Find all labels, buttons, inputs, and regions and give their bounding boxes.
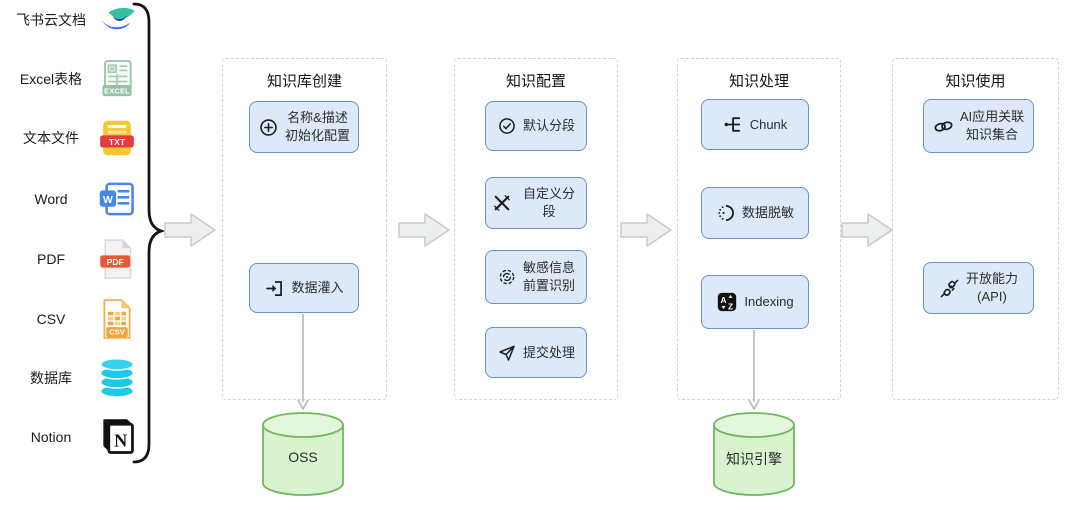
svg-text:W: W <box>103 195 113 206</box>
cylinder-icon <box>713 412 795 496</box>
source-label: PDF <box>37 251 65 267</box>
connector-ingest-to-oss <box>297 314 309 410</box>
node-label: 自定义分段 <box>522 186 575 219</box>
node-label: Chunk <box>749 116 788 132</box>
source-pdf: PDF PDF <box>6 237 138 281</box>
custom-edit-icon <box>494 195 510 211</box>
svg-text:Z: Z <box>728 303 733 312</box>
check-circle-icon <box>499 118 515 134</box>
node-sensitive-detect: 敏感信息 前置识别 <box>485 250 587 304</box>
node-label: 数据灌入 <box>291 280 344 296</box>
word-icon: W <box>96 177 138 221</box>
link-chain-icon <box>934 120 953 132</box>
import-icon <box>266 280 283 296</box>
connector-indexing-to-engine <box>748 330 760 410</box>
send-icon <box>499 345 515 361</box>
node-label: 默认分段 <box>522 118 575 134</box>
svg-text:TXT: TXT <box>109 137 126 147</box>
node-default-segment: 默认分段 <box>485 101 587 151</box>
node-init-config: 名称&描述 初始化配置 <box>249 101 359 153</box>
flow-arrow-1 <box>398 213 450 247</box>
node-label: 数据脱敏 <box>741 205 794 221</box>
svg-text:A: A <box>721 296 727 305</box>
source-label: Excel表格 <box>19 71 83 87</box>
txt-icon: TXT <box>96 116 138 160</box>
circle-plus-icon <box>260 118 277 136</box>
knowledge-engine-store: 知识引擎 <box>712 411 796 499</box>
source-label: 文本文件 <box>23 130 79 146</box>
brace-group <box>132 2 166 464</box>
source-notion: Notion N <box>6 415 138 459</box>
node-label: AI应用关联 知识集合 <box>959 109 1025 142</box>
source-label: CSV <box>36 311 66 327</box>
stage-kb-creation: 知识库创建 名称&描述 初始化配置 数据灌入 <box>222 58 387 400</box>
source-csv: CSV CSV <box>6 297 138 341</box>
source-word: Word W <box>6 177 138 221</box>
stage-title: 知识处理 <box>728 73 789 90</box>
node-label: 提交处理 <box>522 344 575 360</box>
stage-title: 知识库创建 <box>266 73 342 90</box>
store-label: OSS <box>288 449 318 465</box>
csv-icon: CSV <box>96 297 138 341</box>
node-data-ingest: 数据灌入 <box>249 263 359 313</box>
node-open-api: 开放能力 (API) <box>923 262 1034 314</box>
tree-branch-icon <box>724 117 740 132</box>
stage-kb-usage: 知识使用 AI应用关联 知识集合 开放能力 (API) <box>892 58 1059 400</box>
source-feishu: 飞书云文档 <box>6 0 138 42</box>
node-label: 名称&描述 初始化配置 <box>284 110 350 143</box>
svg-text:EXCEL: EXCEL <box>104 87 130 96</box>
node-chunk: Chunk <box>701 99 809 150</box>
node-submit-process: 提交处理 <box>485 327 587 378</box>
excel-icon: EXCEL <box>96 57 138 101</box>
source-label: 飞书云文档 <box>16 12 86 28</box>
source-label: 数据库 <box>30 370 72 386</box>
pdf-icon: PDF <box>96 237 138 281</box>
source-database: 数据库 <box>6 356 138 400</box>
source-txt: 文本文件 TXT <box>6 116 138 160</box>
flow-arrow-3 <box>841 213 893 247</box>
stage-kb-config: 知识配置 默认分段 自定义分段 敏感信息 前置识别 <box>454 58 618 400</box>
svg-text:CSV: CSV <box>109 328 126 337</box>
node-label: 敏感信息 前置识别 <box>522 260 575 293</box>
notion-icon: N <box>96 415 138 459</box>
stage-title: 知识配置 <box>505 73 566 90</box>
source-label: Word <box>34 191 68 207</box>
database-icon <box>96 356 138 400</box>
node-ai-app-link: AI应用关联 知识集合 <box>923 99 1034 153</box>
feishu-icon <box>96 0 138 42</box>
cylinder-icon <box>262 412 344 496</box>
az-sort-icon: A Z <box>718 292 737 312</box>
store-label: 知识引擎 <box>726 451 782 467</box>
oss-store: OSS <box>261 411 345 499</box>
flow-arrow-main <box>164 213 216 247</box>
node-label: Indexing <box>744 294 794 310</box>
node-label: 开放能力 (API) <box>965 271 1018 304</box>
plug-api-icon <box>940 279 959 297</box>
stage-kb-process: 知识处理 Chunk 数据脱敏 A Z <box>677 58 841 400</box>
node-data-masking: 数据脱敏 <box>701 187 809 239</box>
node-indexing: A Z Indexing <box>701 275 809 329</box>
source-label: Notion <box>30 429 72 445</box>
node-custom-segment: 自定义分段 <box>485 177 587 229</box>
svg-text:PDF: PDF <box>107 257 124 267</box>
source-excel: Excel表格 EXCEL <box>6 57 138 101</box>
fingerprint-icon <box>499 269 515 285</box>
flow-arrow-2 <box>620 213 672 247</box>
stage-title: 知识使用 <box>945 73 1006 90</box>
data-mask-icon <box>718 205 734 221</box>
svg-text:N: N <box>114 431 127 451</box>
